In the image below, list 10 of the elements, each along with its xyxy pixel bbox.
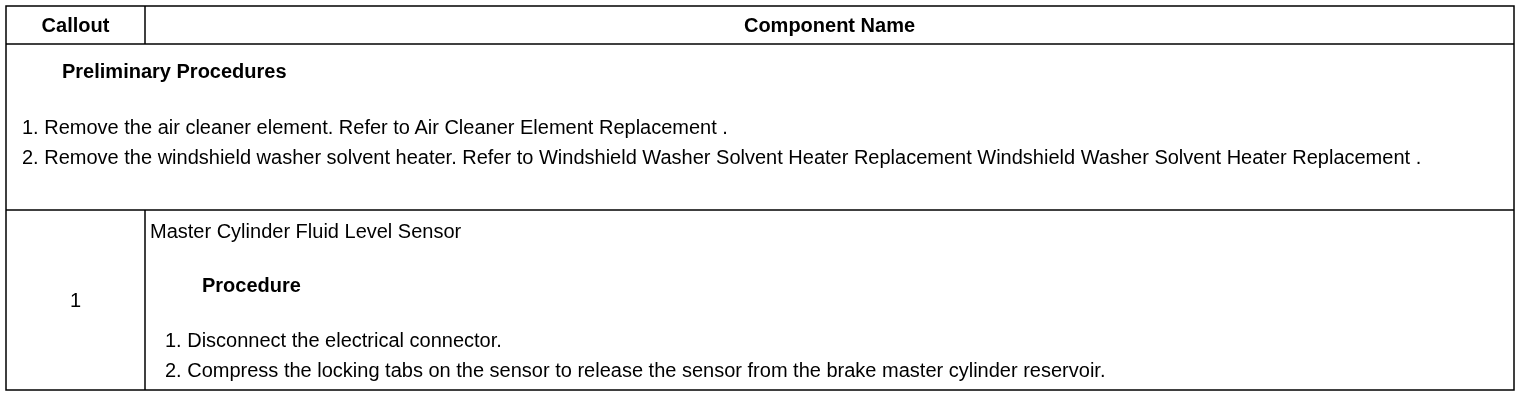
callout-number: 1 [68, 288, 83, 313]
component-name: Master Cylinder Fluid Level Sensor [150, 219, 463, 244]
section-heading: Procedure [202, 273, 302, 298]
section-heading: Preliminary Procedures [62, 59, 288, 84]
list-item: 2. Compress the locking tabs on the sensor to release the sensor from the brake master cylinder reservoir. [165, 358, 1107, 383]
list-item: 2. Remove the windshield washer solvent heater. Refer to Windshield Washer Solvent Heater Replacement Windshield Washer Solvent Heater Replacement . [22, 145, 1423, 170]
column-header: Callout [40, 13, 111, 38]
list-item: 1. Disconnect the electrical connector. [165, 328, 503, 353]
column-header: Component Name [742, 13, 917, 38]
list-item: 1. Remove the air cleaner element. Refer to Air Cleaner Element Replacement . [22, 115, 729, 140]
